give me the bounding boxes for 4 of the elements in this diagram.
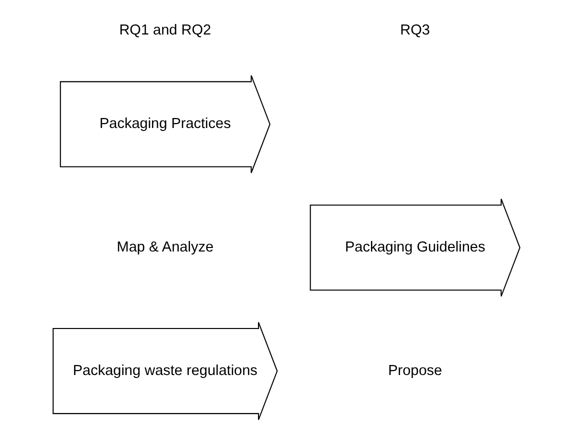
label: RQ1 and RQ2 bbox=[119, 22, 212, 39]
label: Map & Analyze bbox=[116, 239, 214, 256]
label: Propose bbox=[388, 362, 442, 379]
label: RQ3 bbox=[400, 22, 430, 39]
